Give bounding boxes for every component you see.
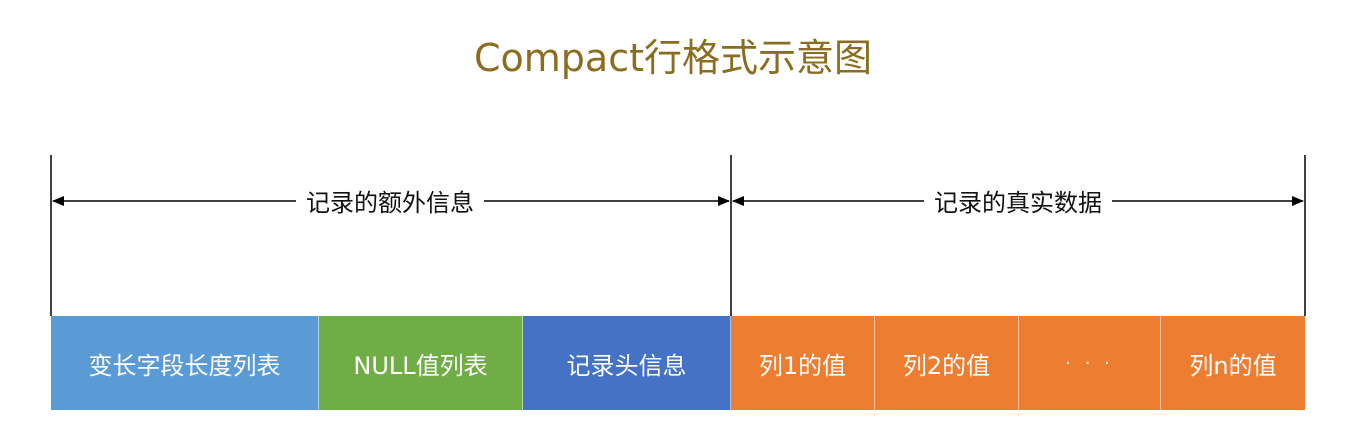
cell-variable-length-list: 变长字段长度列表 bbox=[51, 316, 319, 410]
row-format-bar: 变长字段长度列表 NULL值列表 记录头信息 列1的值 列2的值 · · · 列… bbox=[51, 316, 1305, 410]
section-label-real-data: 记录的真实数据 bbox=[924, 183, 1112, 223]
cell-null-list: NULL值列表 bbox=[319, 316, 523, 410]
cell-column-1-value: 列1的值 bbox=[731, 316, 875, 410]
diagram-title: Compact行格式示意图 bbox=[474, 36, 872, 80]
cell-record-header: 记录头信息 bbox=[523, 316, 731, 410]
cell-column-n-value: 列n的值 bbox=[1161, 316, 1305, 410]
cell-column-2-value: 列2的值 bbox=[875, 316, 1019, 410]
section-label-extra-info: 记录的额外信息 bbox=[296, 183, 484, 223]
cell-ellipsis: · · · bbox=[1019, 316, 1161, 410]
